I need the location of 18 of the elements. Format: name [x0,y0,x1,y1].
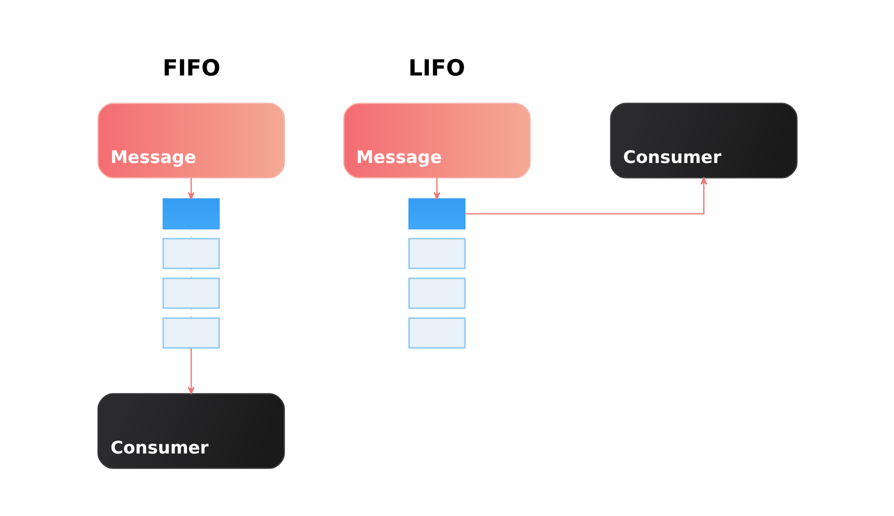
node-box [408,277,466,308]
node-box [162,198,220,229]
node-box [408,198,465,229]
node-box [408,237,466,269]
node-box: Message [342,102,530,178]
label: LIFO [408,54,465,81]
node-box [408,316,466,348]
arrow [187,348,194,394]
node-box [162,237,220,269]
node-box [162,277,220,308]
arrow [433,178,440,199]
node-box: Consumer [96,392,284,468]
label: FIFO [162,54,220,81]
node-box [162,316,220,348]
node-box: Message [96,102,284,178]
node-box: Consumer [610,102,798,178]
arrow [187,178,194,199]
arrow [464,176,707,214]
